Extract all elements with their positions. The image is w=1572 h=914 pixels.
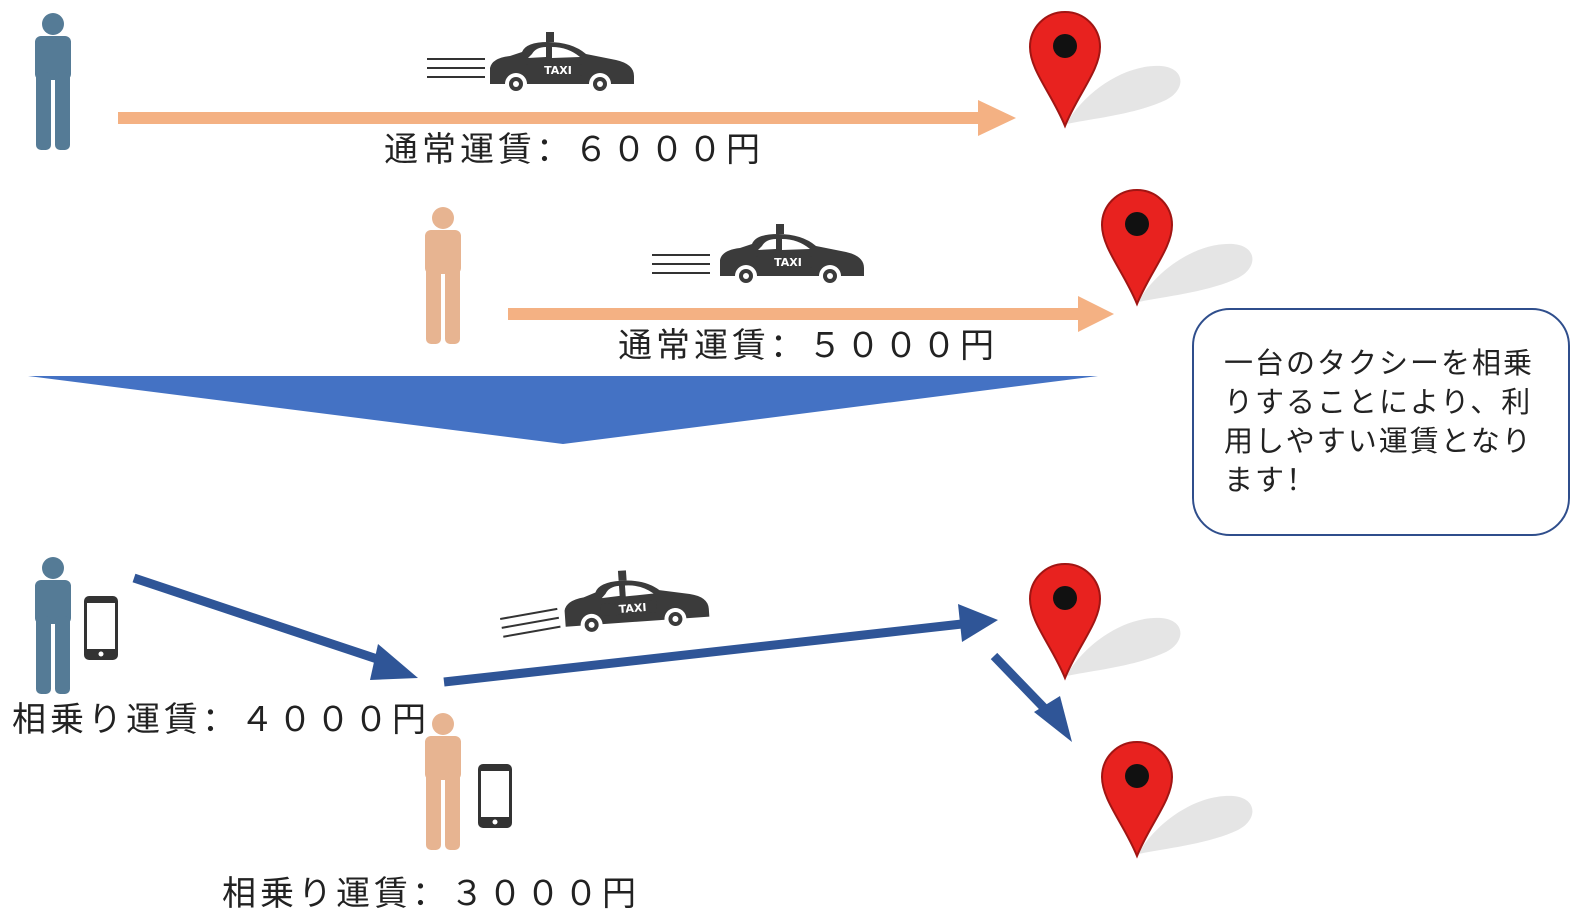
svg-text:TAXI: TAXI (774, 256, 802, 269)
fare-label-shared-4000: 相乗り運賃：４０００円 (12, 700, 430, 740)
taxi-icon: TAXI (720, 224, 864, 287)
fare-label-shared-3000: 相乗り運賃：３０００円 (222, 874, 640, 914)
route-arrow-pickup (132, 573, 418, 680)
route-arrow-dropoff (990, 652, 1072, 742)
smartphone-icon (84, 596, 118, 660)
route-arrow-shared (443, 604, 998, 687)
transition-triangle (28, 376, 1098, 444)
svg-text:TAXI: TAXI (544, 64, 572, 77)
speed-lines-icon (500, 607, 561, 638)
passenger-b-icon (425, 713, 461, 850)
speed-lines-icon (427, 58, 485, 78)
fare-label-normal-6000: 通常運賃：６０００円 (384, 130, 764, 170)
taxi-icon: TAXI (562, 564, 711, 638)
passenger-b-icon (425, 207, 461, 344)
route-arrow-normal-6000 (118, 100, 1016, 136)
callout-note-text: 一台のタクシーを相乗りすることにより、利用しやすい運賃となります！ (1224, 346, 1535, 497)
fare-label-normal-5000: 通常運賃：５０００円 (618, 326, 998, 366)
passenger-a-icon (35, 13, 71, 150)
speed-lines-icon (652, 254, 710, 274)
passenger-a-icon (35, 557, 71, 694)
svg-text:TAXI: TAXI (618, 601, 647, 616)
smartphone-icon (478, 764, 512, 828)
taxi-icon: TAXI (490, 32, 634, 95)
route-arrow-normal-5000 (508, 296, 1114, 332)
callout-note: 一台のタクシーを相乗りすることにより、利用しやすい運賃となります！ (1192, 308, 1570, 536)
